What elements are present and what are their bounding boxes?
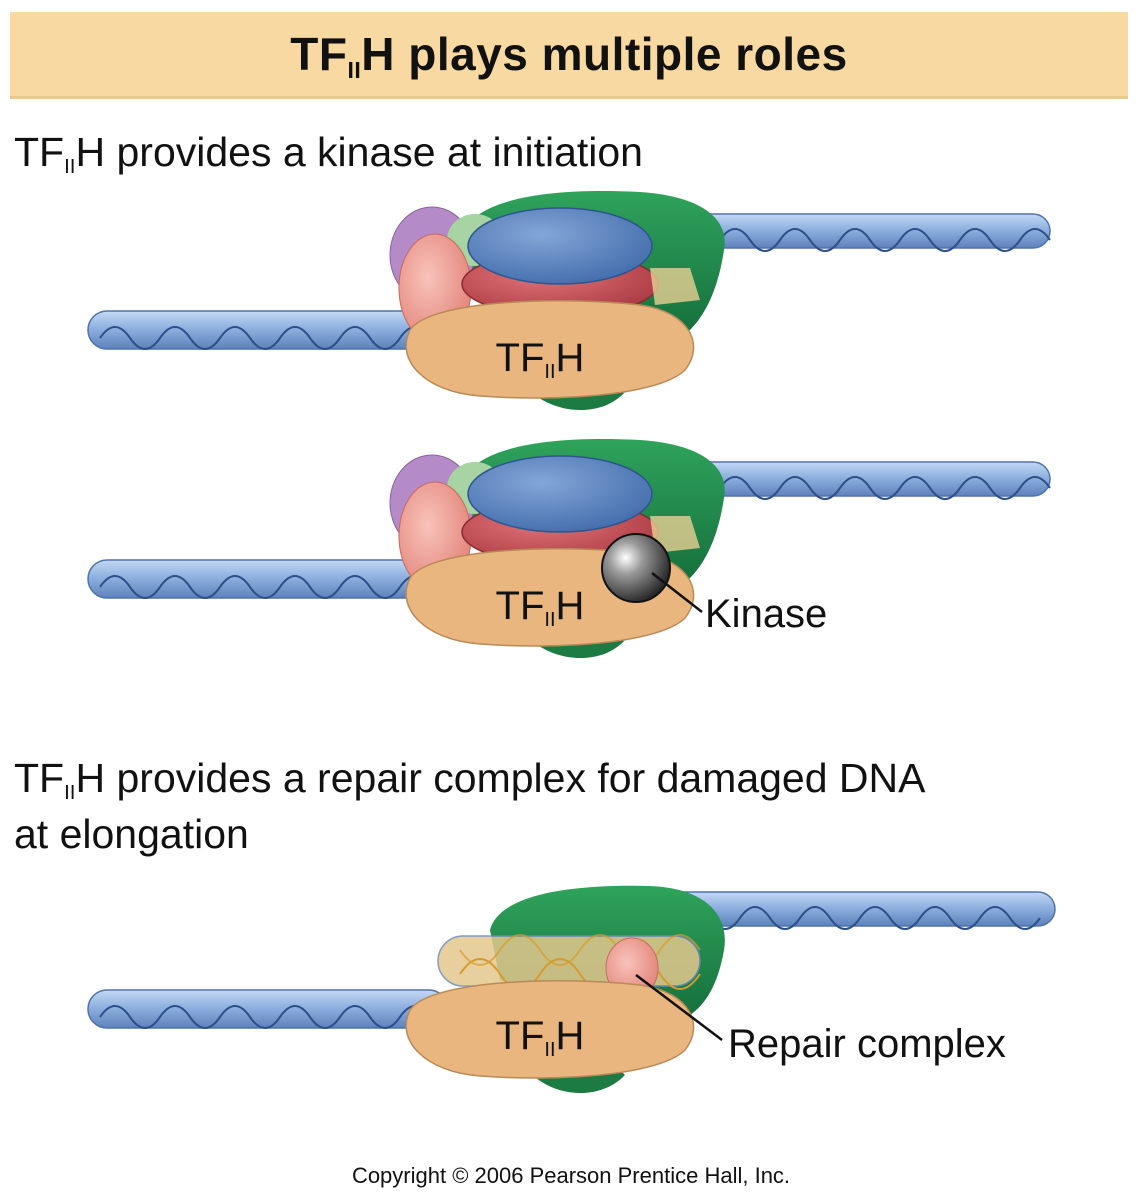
tfiih-label: TFIIH: [495, 584, 585, 631]
panel-elongation-repair: [87, 885, 1056, 1094]
tfiih-complex: [405, 980, 695, 1079]
panel-initiation: [87, 191, 1051, 411]
kinase-label: Kinase: [705, 592, 828, 636]
tfiih-complex: [405, 300, 695, 399]
panel-initiation-kinase: [87, 439, 1051, 659]
blue-subunit: [467, 455, 653, 533]
dna-strand-downstream: [87, 310, 461, 350]
section-initiation-caption: TFIIH provides a kinase at initiation: [14, 129, 643, 179]
page-title: TFIIH plays multiple roles: [290, 28, 848, 84]
tfiih-label: TFIIH: [495, 336, 585, 383]
dna-strand-downstream: [87, 559, 461, 599]
repair-leader-line: [635, 974, 723, 1041]
tfiih-label: TFIIH: [495, 1014, 585, 1061]
section-elongation-caption: TFIIH provides a repair complex for dama…: [14, 755, 926, 857]
blue-subunit: [467, 207, 653, 285]
copyright-text: Copyright © 2006 Pearson Prentice Hall, …: [351, 1163, 791, 1188]
kinase-leader-line: [651, 572, 703, 613]
dna-strand-downstream: [87, 989, 461, 1029]
kinase-ball: [601, 533, 671, 603]
dna-strand-upstream: [659, 891, 1056, 930]
title-banner: TFIIH plays multiple roles: [10, 12, 1128, 99]
repair-complex-label: Repair complex: [728, 1022, 1006, 1066]
dna-strand-upstream: [639, 213, 1051, 252]
